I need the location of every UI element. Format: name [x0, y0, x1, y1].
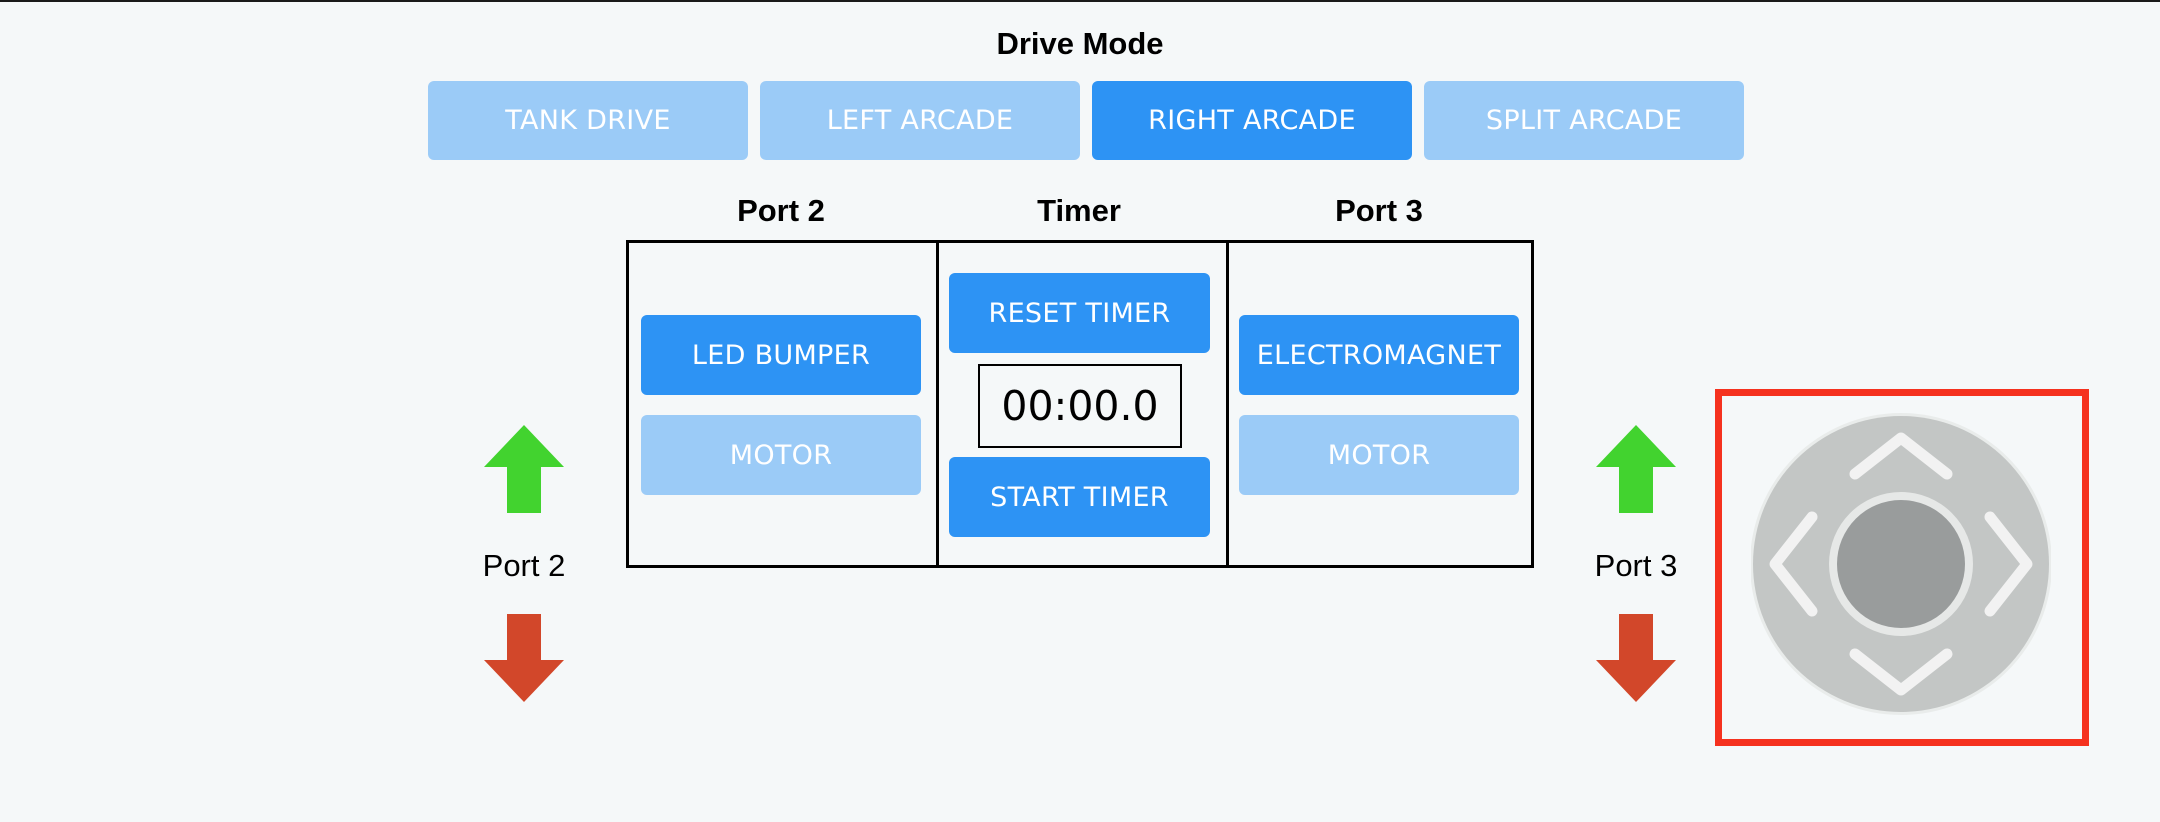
port3-motor-button[interactable]: MOTOR — [1239, 415, 1519, 495]
panel-divider-right — [1226, 243, 1229, 565]
port3-heading: Port 3 — [1335, 193, 1423, 228]
led-bumper-button[interactable]: LED BUMPER — [641, 315, 921, 395]
port2-heading: Port 2 — [737, 193, 825, 228]
drive-mode-heading: Drive Mode — [996, 26, 1164, 61]
port3-up-arrow-icon[interactable] — [1596, 425, 1676, 515]
port2-down-arrow-icon[interactable] — [484, 614, 564, 704]
start-timer-button[interactable]: START TIMER — [949, 457, 1210, 537]
electromagnet-button[interactable]: ELECTROMAGNET — [1239, 315, 1519, 395]
port3-side-label: Port 3 — [1594, 548, 1678, 583]
joystick-icon[interactable] — [1751, 411, 2051, 717]
control-panel — [626, 240, 1534, 568]
reset-timer-button[interactable]: RESET TIMER — [949, 273, 1210, 353]
joystick-highlight-frame — [1715, 389, 2089, 746]
port2-side-label: Port 2 — [482, 548, 566, 583]
split-arcade-button[interactable]: SPLIT ARCADE — [1424, 81, 1744, 160]
port3-down-arrow-icon[interactable] — [1596, 614, 1676, 704]
right-arcade-button[interactable]: RIGHT ARCADE — [1092, 81, 1412, 160]
left-arcade-button[interactable]: LEFT ARCADE — [760, 81, 1080, 160]
timer-display: 00:00.0 — [978, 364, 1182, 448]
port2-up-arrow-icon[interactable] — [484, 425, 564, 515]
tank-drive-button[interactable]: TANK DRIVE — [428, 81, 748, 160]
port2-motor-button[interactable]: MOTOR — [641, 415, 921, 495]
timer-heading: Timer — [1037, 193, 1121, 228]
panel-divider-left — [936, 243, 939, 565]
